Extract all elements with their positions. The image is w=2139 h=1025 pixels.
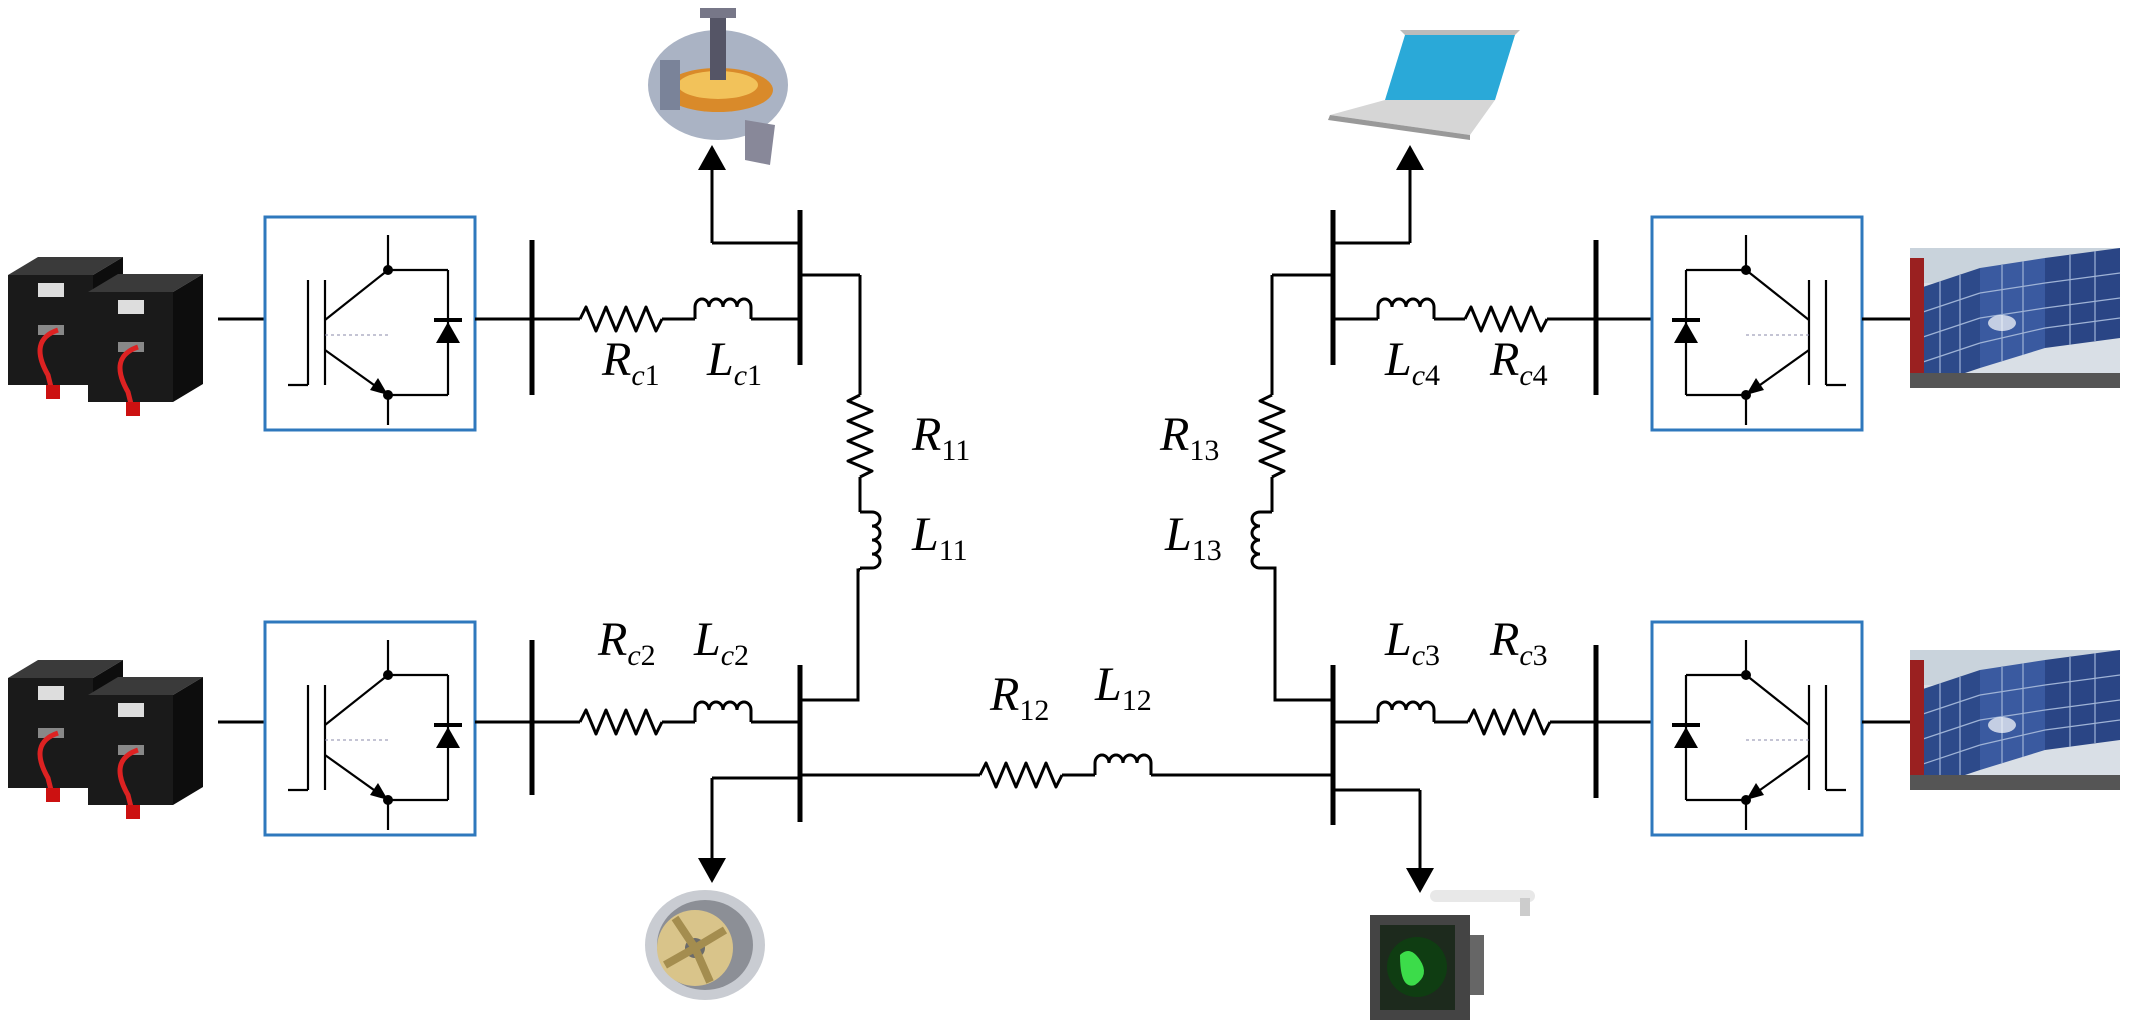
label-rc2: Rc2 [597, 613, 656, 672]
generator-turbine-image [648, 8, 788, 165]
inductor-l11 [860, 510, 882, 570]
resistor-rc3 [1466, 708, 1552, 736]
resistor-rc1 [578, 305, 664, 333]
arrow-load-top-right [1396, 145, 1424, 170]
converter-top-left [263, 215, 477, 432]
resistor-rc4 [1463, 305, 1549, 333]
label-rc3: Rc3 [1489, 613, 1548, 672]
label-r12: R12 [989, 668, 1049, 727]
label-rc1: Rc1 [601, 333, 660, 392]
converter-top-right [1650, 215, 1864, 432]
inductor-lc2 [693, 700, 753, 722]
inductor-l12 [1093, 753, 1153, 775]
inductor-lc4 [1376, 297, 1436, 319]
label-lc2: Lc2 [693, 613, 749, 672]
ship-thruster-image [645, 890, 765, 1000]
converter-bottom-left [263, 620, 477, 837]
inductor-l13 [1250, 510, 1272, 570]
label-lc3: Lc3 [1384, 613, 1440, 672]
arrow-load-bottom-left [698, 858, 726, 883]
label-rc4: Rc4 [1489, 333, 1548, 392]
arrow-load-bottom-right [1406, 868, 1434, 893]
solar-panel-top [1909, 247, 2121, 389]
radar-display-image [1370, 890, 1535, 1020]
solar-panel-bottom [1909, 649, 2121, 791]
resistor-r12 [978, 761, 1064, 789]
battery-pack-top [8, 257, 203, 416]
label-l12: L12 [1094, 658, 1152, 717]
laptop-image [1328, 30, 1520, 140]
label-l11: L11 [911, 508, 968, 567]
resistor-rc2 [578, 708, 664, 736]
inductor-lc1 [693, 297, 753, 319]
resistor-r13 [1258, 393, 1286, 479]
label-lc1: Lc1 [706, 333, 762, 392]
arrow-load-top-left [698, 145, 726, 170]
label-lc4: Lc4 [1384, 333, 1440, 392]
label-r11: R11 [911, 408, 970, 467]
inductor-lc3 [1376, 700, 1436, 722]
battery-pack-bottom [8, 660, 203, 819]
label-l13: L13 [1164, 508, 1222, 567]
converter-bottom-right [1650, 620, 1864, 837]
resistor-r11 [846, 393, 874, 479]
label-r13: R13 [1159, 408, 1219, 467]
